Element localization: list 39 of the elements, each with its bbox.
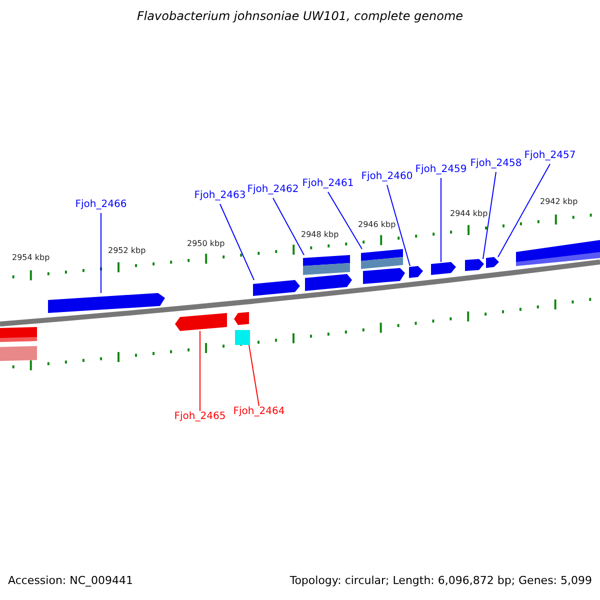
scale-label: 2952 kbp [108,247,146,255]
gene-label: Fjoh_2462 [247,185,299,195]
gene-label: Fjoh_2460 [361,172,413,182]
gene-feature [234,312,250,345]
scale-label: 2946 kbp [358,221,396,229]
leader-line [220,204,254,280]
gene-label: Fjoh_2463 [194,191,246,201]
scale-label: 2942 kbp [540,198,578,206]
gene-label: Fjoh_2458 [470,159,522,169]
leader-line [498,164,550,258]
scale-label: 2948 kbp [301,231,339,239]
gene-feature [486,257,499,268]
leader-line [272,198,304,256]
leader-line [386,184,410,266]
scale-label: 2950 kbp [187,240,225,248]
gene-feature [253,280,300,296]
gene-label: Fjoh_2464 [233,407,285,417]
gene-feature [361,249,405,284]
gene-feature [48,293,165,313]
leader-line [482,172,496,260]
gene-feature [175,313,227,331]
gene-label: Fjoh_2465 [174,412,226,422]
genome-info-text: Topology: circular; Length: 6,096,872 bp; Genes: 5,099 [290,575,592,586]
gene-feature [409,266,423,278]
leader-line [328,192,362,250]
scale-label: 2944 kbp [450,210,488,218]
scale-label: 2954 kbp [12,254,50,262]
accession-text: Accession: NC_009441 [8,575,134,586]
gene-label: Fjoh_2461 [302,179,354,189]
gene-feature [303,255,352,291]
leader-line [100,212,102,294]
leader-line [440,178,442,262]
gene-label: Fjoh_2457 [524,151,576,161]
gene-label: Fjoh_2466 [75,200,127,210]
gene-feature [431,262,456,275]
gene-label: Fjoh_2459 [415,165,467,175]
gene-feature [465,259,484,271]
title: Flavobacterium johnsoniae UW101, complete genome [136,10,464,22]
leader-line [248,344,260,406]
